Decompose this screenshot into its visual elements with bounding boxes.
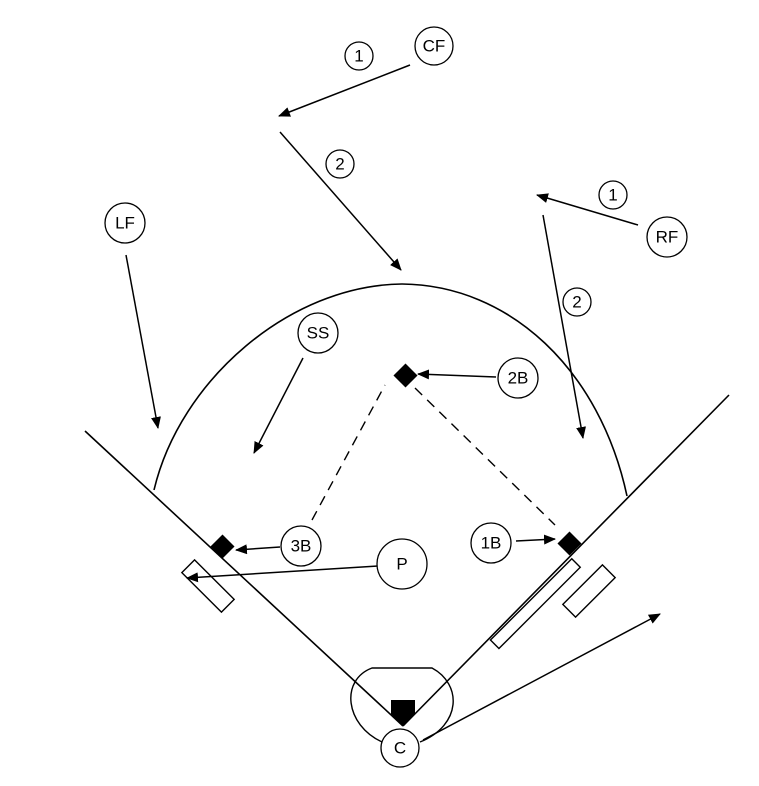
third-base xyxy=(210,534,235,559)
second-base xyxy=(393,363,418,388)
cf-arrow-step2 xyxy=(279,131,402,271)
home-plate-circle xyxy=(350,667,454,743)
player-c: C xyxy=(380,728,420,768)
svg-text:C: C xyxy=(394,739,406,758)
cf-arrow-step1 xyxy=(278,64,411,117)
svg-text:1: 1 xyxy=(608,186,617,205)
player-p: P xyxy=(376,538,428,590)
player-1b: 1B xyxy=(470,522,512,564)
third-base-foul-line xyxy=(84,430,404,727)
svg-text:P: P xyxy=(396,555,407,574)
first-base xyxy=(557,531,582,556)
svg-text:2B: 2B xyxy=(508,369,529,388)
ss-arrow xyxy=(253,357,304,454)
home-plate xyxy=(391,700,415,726)
svg-text:SS: SS xyxy=(307,324,330,343)
catcher-arrow xyxy=(422,613,661,741)
first-base-runner-lane xyxy=(489,557,582,650)
svg-text:RF: RF xyxy=(656,228,679,247)
rf-arrow-step1 xyxy=(536,193,639,226)
svg-text:1B: 1B xyxy=(481,534,502,553)
player-cf: CF xyxy=(414,26,454,66)
svg-text:2: 2 xyxy=(572,293,581,312)
base-path-3b-to-2b xyxy=(311,384,386,521)
infield-arc xyxy=(153,283,628,497)
rf-arrow-step2 xyxy=(542,214,586,439)
third-base-coach-box xyxy=(180,558,236,614)
rf-step1-marker: 1 xyxy=(598,180,628,210)
base-path-2b-to-1b xyxy=(414,387,556,526)
svg-text:2: 2 xyxy=(335,155,344,174)
2b-arrow xyxy=(417,369,497,380)
svg-text:1: 1 xyxy=(354,47,363,66)
lf-arrow xyxy=(125,254,161,429)
rf-step2-marker: 2 xyxy=(562,287,592,317)
cf-step2-marker: 2 xyxy=(325,149,355,179)
player-lf: LF xyxy=(104,202,146,244)
svg-text:3B: 3B xyxy=(291,537,312,556)
pitcher-arrow xyxy=(186,565,379,583)
player-2b: 2B xyxy=(497,357,539,399)
first-base-coach-box xyxy=(561,563,617,619)
3b-arrow xyxy=(235,544,281,555)
player-rf: RF xyxy=(646,216,688,258)
first-base-foul-line xyxy=(402,394,730,727)
cf-step1-marker: 1 xyxy=(344,41,374,71)
player-3b: 3B xyxy=(280,525,322,567)
svg-text:LF: LF xyxy=(115,214,135,233)
player-ss: SS xyxy=(297,312,339,354)
svg-text:CF: CF xyxy=(423,37,446,56)
1b-arrow xyxy=(515,534,556,545)
